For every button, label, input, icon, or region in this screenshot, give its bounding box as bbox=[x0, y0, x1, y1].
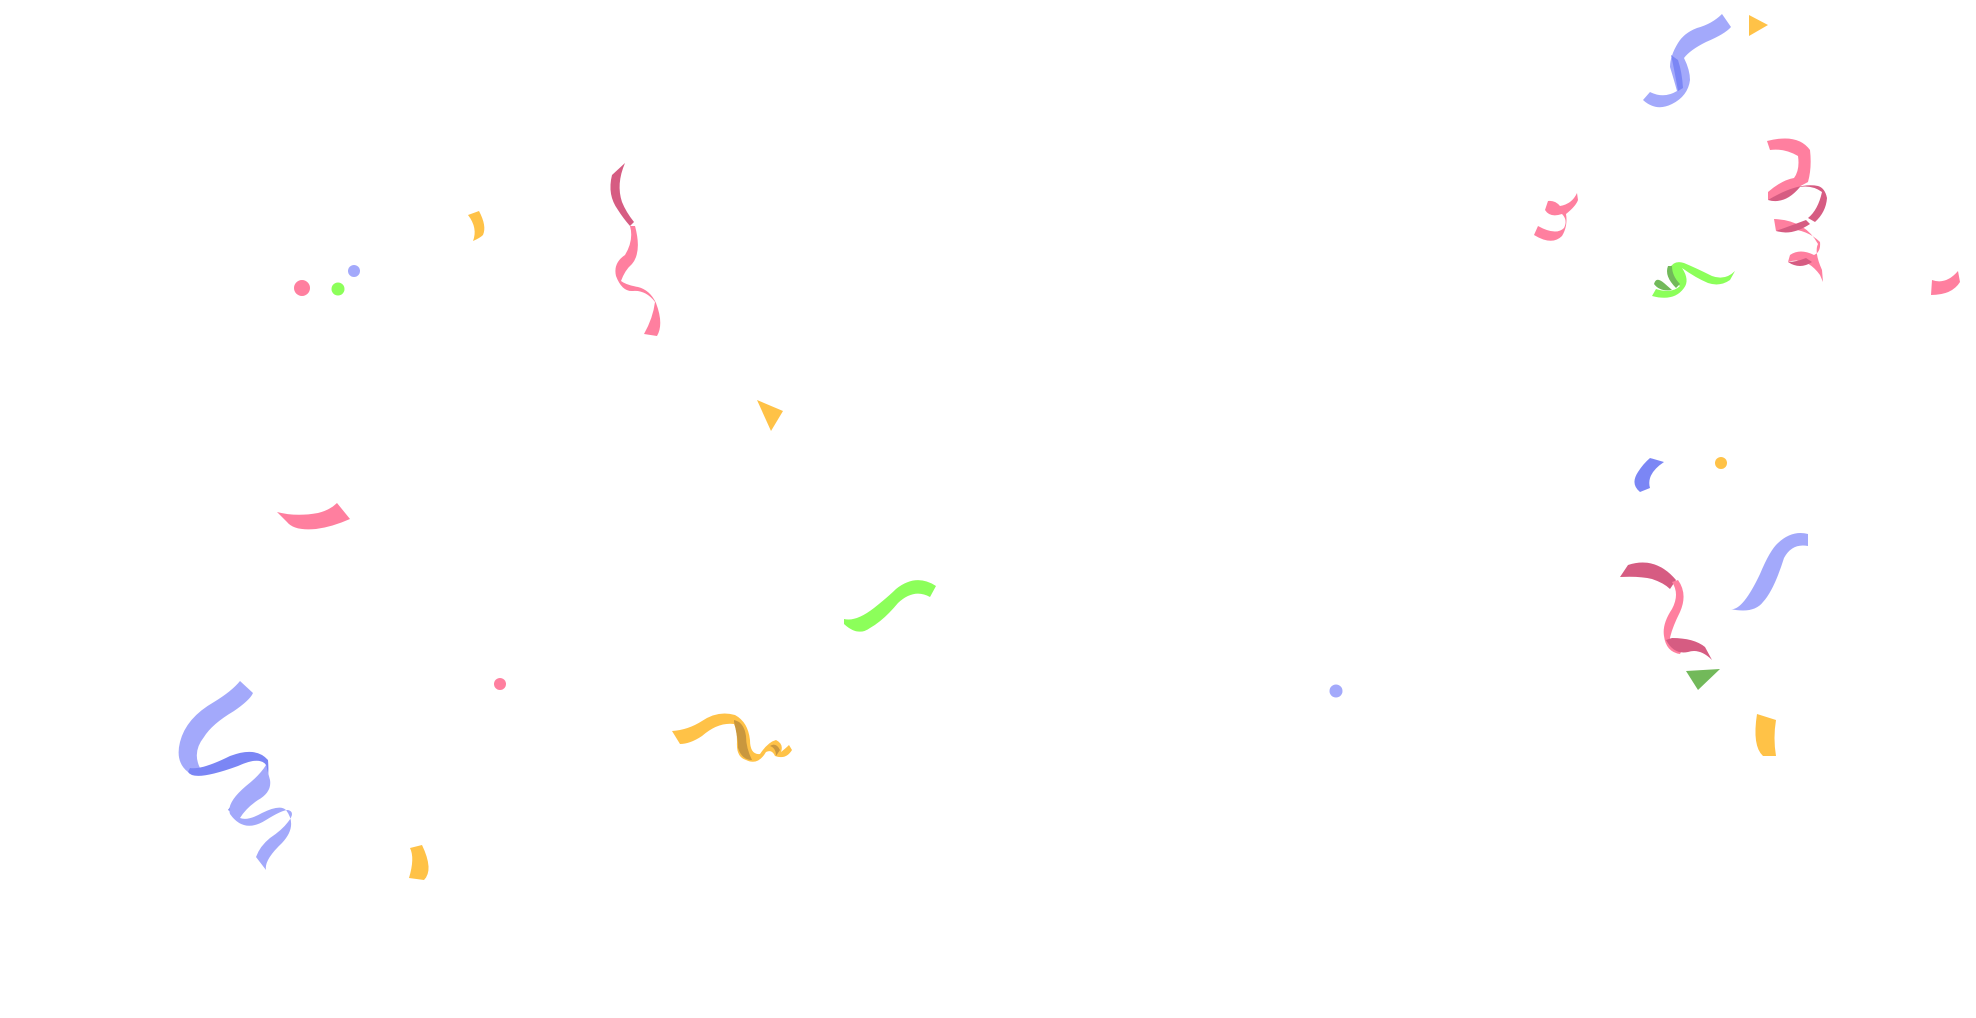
confetti-triangle-yellow bbox=[757, 400, 783, 431]
confetti-triangle-yellow bbox=[1749, 15, 1768, 36]
confetti-ribbon-blue-large bbox=[178, 681, 292, 870]
confetti-dot-blue bbox=[348, 265, 360, 277]
confetti-ribbon-pink-lower bbox=[1620, 562, 1712, 660]
confetti-ribbon-blue bbox=[1730, 533, 1808, 611]
confetti-curl-blue bbox=[1634, 458, 1664, 492]
confetti-ribbon-pink-right bbox=[1767, 138, 1827, 282]
confetti-ribbon-green bbox=[844, 580, 936, 632]
confetti-ribbon-pink bbox=[610, 163, 661, 336]
confetti-dot-yellow bbox=[1715, 457, 1727, 469]
confetti-strip-pink bbox=[1931, 271, 1960, 295]
confetti-dot-pink bbox=[294, 280, 310, 296]
confetti-dot-blue bbox=[1329, 684, 1343, 698]
confetti-ribbon-blue bbox=[1643, 14, 1731, 108]
confetti-dot-pink bbox=[494, 678, 506, 690]
confetti-triangle-green bbox=[1686, 669, 1720, 690]
confetti-dot-green bbox=[331, 282, 345, 296]
confetti-squiggle-yellow bbox=[672, 713, 792, 762]
confetti-strip-yellow bbox=[1755, 714, 1776, 756]
confetti-strip-yellow bbox=[409, 845, 429, 880]
confetti-strip-yellow bbox=[468, 211, 485, 241]
confetti-squiggle-pink bbox=[1534, 193, 1578, 241]
confetti-strip-pink bbox=[277, 503, 350, 530]
confetti-squiggle-green bbox=[1652, 262, 1735, 298]
